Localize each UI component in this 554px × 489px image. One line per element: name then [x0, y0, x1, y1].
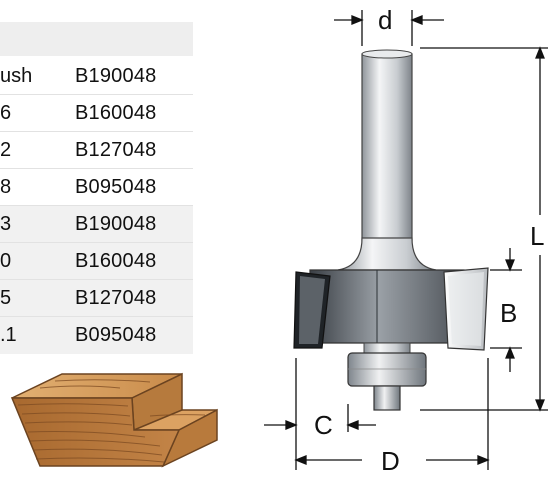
- table-header: [0, 22, 193, 56]
- table-cell: ush: [0, 65, 33, 87]
- table-row: .1 B095048: [0, 317, 193, 354]
- table-row: 6 B160048: [0, 95, 193, 132]
- table-row: 2 B127048: [0, 132, 193, 169]
- shank: [361, 53, 413, 241]
- table-cell: .1: [0, 324, 17, 346]
- table-cell: B127048: [75, 287, 157, 309]
- cutter-body: [309, 269, 465, 344]
- dim-label-C: C: [314, 410, 333, 440]
- table-cell: B127048: [75, 139, 157, 161]
- table-cell: 2: [0, 139, 12, 161]
- dim-label-d: d: [378, 5, 392, 35]
- table-cell: 5: [0, 287, 12, 309]
- table-cell: B190048: [75, 213, 157, 235]
- bearing: [347, 352, 427, 387]
- table-row: 3 B190048: [0, 206, 193, 243]
- table-cell: B095048: [75, 176, 157, 198]
- table-cell: B160048: [75, 102, 157, 124]
- router-bit: [293, 49, 489, 411]
- dim-label-L: L: [530, 221, 544, 251]
- bearing-screw: [373, 385, 401, 411]
- table-row: 8 B095048: [0, 169, 193, 206]
- table-cell: 3: [0, 213, 12, 235]
- table-cell: 6: [0, 102, 12, 124]
- wood-workpiece-illustration: [10, 372, 218, 468]
- table-cell: B190048: [75, 65, 157, 87]
- table-cell: B160048: [75, 250, 157, 272]
- table-cell: 0: [0, 250, 12, 272]
- dimension-lines: [264, 10, 548, 470]
- dim-label-D: D: [381, 446, 400, 476]
- dim-label-B: B: [500, 298, 517, 328]
- table-cell: 8: [0, 176, 12, 198]
- table-cell: B095048: [75, 324, 157, 346]
- table-row: 5 B127048: [0, 280, 193, 317]
- table-row: ush B190048: [0, 58, 193, 95]
- table-row: 0 B160048: [0, 243, 193, 280]
